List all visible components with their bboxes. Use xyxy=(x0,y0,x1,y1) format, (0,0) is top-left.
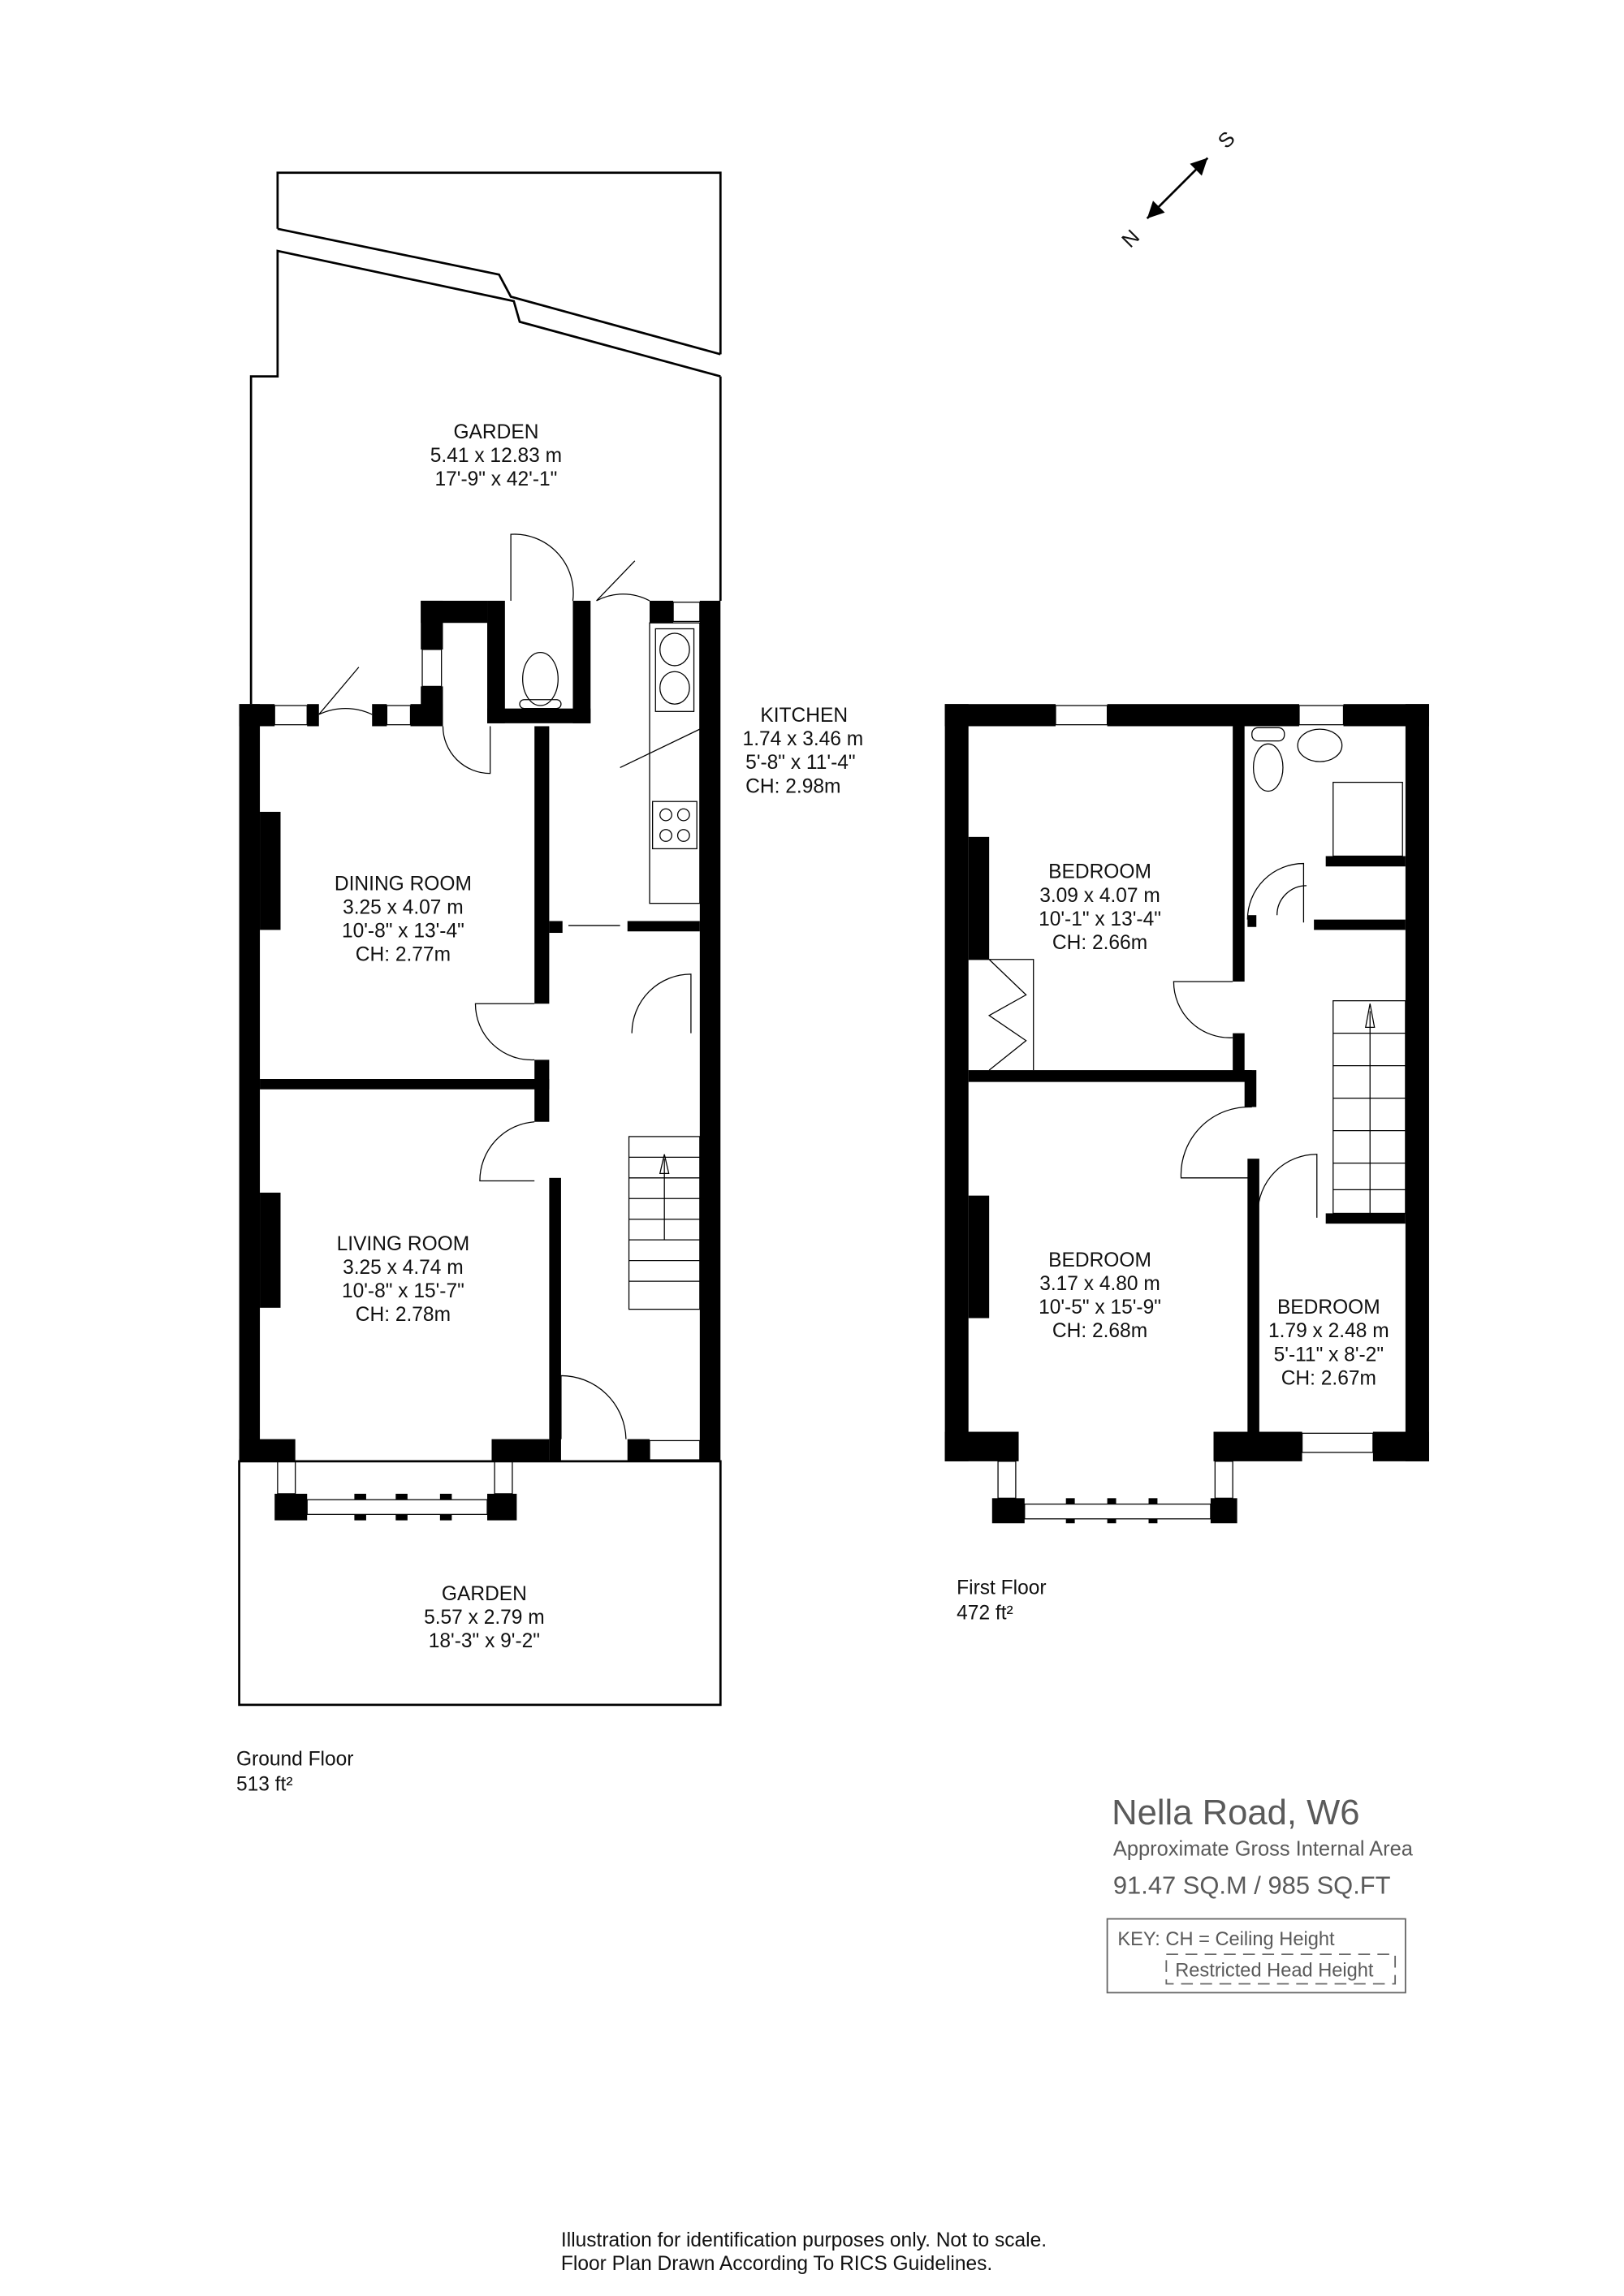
basin-icon xyxy=(1297,728,1343,762)
svg-text:5'-11" x 8'-2": 5'-11" x 8'-2" xyxy=(1274,1344,1384,1366)
svg-text:10'-8" x 15'-7": 10'-8" x 15'-7" xyxy=(342,1280,464,1302)
svg-text:KITCHEN: KITCHEN xyxy=(760,705,848,727)
ground-floor-label: Ground Floor xyxy=(236,1748,354,1770)
compass: N S xyxy=(1117,127,1239,252)
total-area: 91.47 SQ.M / 985 SQ.FT xyxy=(1113,1871,1391,1900)
toilet-icon xyxy=(1252,743,1284,792)
svg-text:3.25 x 4.74 m: 3.25 x 4.74 m xyxy=(343,1257,464,1279)
svg-text:CH: 2.77m: CH: 2.77m xyxy=(356,944,451,966)
front-garden-boundary xyxy=(238,1460,722,1707)
svg-text:CH: 2.68m: CH: 2.68m xyxy=(1052,1320,1147,1342)
svg-text:GARDEN: GARDEN xyxy=(442,1583,527,1605)
footer-rics: Floor Plan Drawn According To RICS Guide… xyxy=(561,2253,992,2275)
svg-text:1.79 x 2.48 m: 1.79 x 2.48 m xyxy=(1268,1320,1389,1342)
property-info: Nella Road, W6 Approximate Gross Interna… xyxy=(1106,1793,1414,1994)
staircase xyxy=(1332,1000,1406,1215)
key-ceiling-height: KEY: CH = Ceiling Height xyxy=(1117,1929,1335,1950)
svg-text:CH: 2.67m: CH: 2.67m xyxy=(1281,1367,1376,1389)
first-floor-area: 472 ft² xyxy=(957,1602,1013,1624)
first-floor-walls xyxy=(944,704,1429,1524)
svg-text:3.17 x 4.80 m: 3.17 x 4.80 m xyxy=(1039,1273,1160,1295)
svg-text:5.57 x 2.79 m: 5.57 x 2.79 m xyxy=(424,1607,545,1629)
svg-text:BEDROOM: BEDROOM xyxy=(1277,1297,1380,1318)
svg-text:CH: 2.98m: CH: 2.98m xyxy=(745,775,840,797)
first-floor-doors xyxy=(968,862,1318,1218)
svg-text:5.41 x 12.83 m: 5.41 x 12.83 m xyxy=(430,445,562,467)
room-label-kitchen: KITCHEN 1.74 x 3.46 m 5'-8" x 11'-4" CH:… xyxy=(743,705,864,797)
room-label-living-room: LIVING ROOM 3.25 x 4.74 m 10'-8" x 15'-7… xyxy=(337,1233,470,1326)
footer-disclaimer: Illustration for identification purposes… xyxy=(561,2229,1047,2251)
ground-floor-doors xyxy=(318,533,692,1439)
svg-text:3.25 x 4.07 m: 3.25 x 4.07 m xyxy=(343,896,464,918)
svg-text:5'-8" x 11'-4": 5'-8" x 11'-4" xyxy=(745,752,855,774)
svg-text:3.09 x 4.07 m: 3.09 x 4.07 m xyxy=(1039,885,1160,907)
room-label-bedroom-2: BEDROOM 3.17 x 4.80 m 10'-5" x 15'-9" CH… xyxy=(1039,1249,1161,1342)
area-label: Approximate Gross Internal Area xyxy=(1113,1837,1414,1860)
arrowhead-north-icon xyxy=(1147,201,1165,219)
svg-text:BEDROOM: BEDROOM xyxy=(1048,1249,1151,1271)
first-floor-plan: BEDROOM 3.09 x 4.07 m 10'-1" x 13'-4" CH… xyxy=(944,704,1429,1624)
arrowhead-south-icon xyxy=(1190,158,1208,176)
ground-floor-walls xyxy=(239,600,721,1521)
svg-text:LIVING ROOM: LIVING ROOM xyxy=(337,1233,470,1255)
room-label-bedroom-3: BEDROOM 1.79 x 2.48 m 5'-11" x 8'-2" CH:… xyxy=(1268,1297,1389,1389)
svg-text:CH: 2.66m: CH: 2.66m xyxy=(1052,932,1147,954)
shower-tray-icon xyxy=(1332,781,1403,857)
room-label-rear-garden: GARDEN 5.41 x 12.83 m 17'-9" x 42'-1" xyxy=(430,421,562,490)
room-label-bedroom-1: BEDROOM 3.09 x 4.07 m 10'-1" x 13'-4" CH… xyxy=(1039,861,1161,954)
ground-floor-plan: GARDEN 5.41 x 12.83 m 17'-9" x 42'-1" KI… xyxy=(236,171,864,1795)
svg-text:10'-5" x 15'-9": 10'-5" x 15'-9" xyxy=(1039,1297,1161,1318)
svg-text:1.74 x 3.46 m: 1.74 x 3.46 m xyxy=(743,728,864,750)
first-floor-windows xyxy=(997,705,1374,1520)
toilet-icon xyxy=(519,651,562,710)
kitchen-fixtures xyxy=(620,622,701,904)
svg-text:GARDEN: GARDEN xyxy=(453,421,538,443)
svg-text:CH: 2.78m: CH: 2.78m xyxy=(356,1304,451,1326)
key-box xyxy=(1106,1918,1406,1994)
key-restricted-head-height: Restricted Head Height xyxy=(1175,1960,1374,1981)
svg-text:10'-8" x 13'-4": 10'-8" x 13'-4" xyxy=(342,920,464,942)
sink-icon xyxy=(654,628,695,712)
bathroom-fixtures xyxy=(1251,727,1403,857)
staircase xyxy=(628,1136,701,1310)
svg-text:DINING ROOM: DINING ROOM xyxy=(335,873,472,895)
compass-north: N xyxy=(1117,226,1144,252)
svg-text:18'-3" x 9'-2": 18'-3" x 9'-2" xyxy=(429,1630,540,1652)
compass-south: S xyxy=(1214,127,1240,153)
room-label-front-garden: GARDEN 5.57 x 2.79 m 18'-3" x 9'-2" xyxy=(424,1583,545,1652)
first-floor-label: First Floor xyxy=(957,1577,1046,1599)
svg-text:BEDROOM: BEDROOM xyxy=(1048,861,1151,883)
address: Nella Road, W6 xyxy=(1112,1793,1360,1832)
room-label-dining-room: DINING ROOM 3.25 x 4.07 m 10'-8" x 13'-4… xyxy=(335,873,472,965)
hob-icon xyxy=(652,801,698,850)
svg-text:10'-1" x 13'-4": 10'-1" x 13'-4" xyxy=(1039,908,1161,930)
svg-text:17'-9" x 42'-1": 17'-9" x 42'-1" xyxy=(434,468,557,490)
restricted-key-swatch xyxy=(1165,1953,1397,1985)
ground-floor-area: 513 ft² xyxy=(236,1773,293,1795)
ground-floor-windows xyxy=(274,602,701,1515)
rear-garden-boundary xyxy=(249,171,722,705)
